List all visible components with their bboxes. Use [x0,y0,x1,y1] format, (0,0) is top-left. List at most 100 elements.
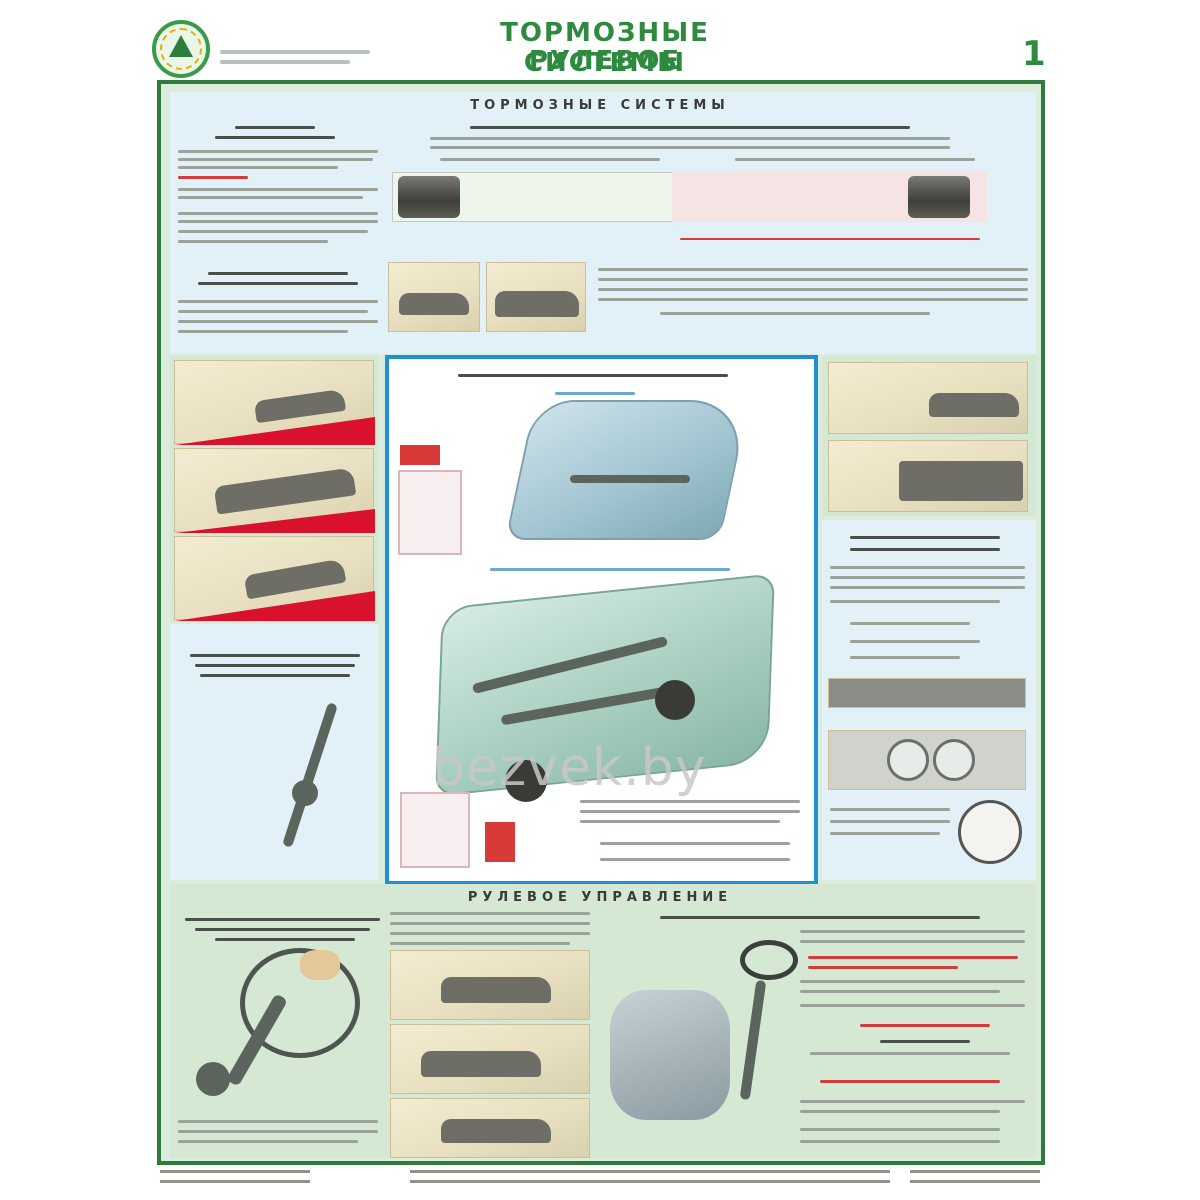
text-line [178,320,378,323]
text-line [598,268,1028,271]
emblem-logo [152,20,210,78]
text-line [555,392,635,395]
footer-text-line [160,1180,310,1183]
page-number: 1 [1022,34,1046,74]
bus-on-slope-photo [174,448,375,533]
text-line [600,842,790,845]
text-line [600,858,790,861]
text-line [660,312,930,315]
text-line [800,1100,1025,1103]
car-on-slope-photo [174,360,375,445]
highlight-text-line [820,1080,1000,1083]
text-line [850,622,970,625]
text-line [800,1004,1025,1007]
text-line [830,832,940,835]
text-line [195,664,355,667]
text-line [185,918,380,921]
text-line [800,940,1025,943]
text-line [458,374,728,377]
footer-text-line [410,1180,890,1183]
car-turn-photo [390,950,590,1020]
text-line [178,150,378,153]
text-line [178,230,368,233]
text-line [880,1040,970,1043]
text-line [178,212,378,215]
valve-detail-inset [400,792,470,868]
steering-gear [196,1062,230,1096]
text-line [178,188,378,191]
lever-pivot [292,780,318,806]
footer-text-line [160,1170,310,1173]
dashboard-gauges-photo [828,730,1026,790]
highlight-text-line [808,956,1018,959]
text-line [830,820,950,823]
text-line [195,928,370,931]
text-line [178,330,348,333]
text-line [830,576,1025,579]
brake-drum-icon [398,176,460,218]
brake-systems-heading: ТОРМОЗНЫЕ СИСТЕМЫ [470,98,730,113]
text-line [810,1052,1010,1055]
highlight-text-line [808,966,958,969]
highlight-text-line [178,176,248,179]
text-line [800,1128,1000,1131]
text-line [200,674,350,677]
text-line [598,288,1028,291]
footer-text-line [410,1170,890,1173]
text-line [660,916,980,919]
text-line [470,126,910,129]
steering-mechanism-diagram [610,990,730,1120]
text-line [735,158,975,161]
steering-wheel-icon [740,940,798,980]
text-line [580,820,780,823]
text-line [178,1130,378,1133]
truck-wheel [655,680,695,720]
text-line [190,654,360,657]
text-line [215,136,335,139]
footer-text-line [910,1170,1040,1173]
text-line [800,980,1025,983]
text-line [800,930,1025,933]
text-line [800,990,1000,993]
hand-illustration [300,950,340,980]
text-line [430,146,950,149]
text-line [598,278,1028,281]
text-line [178,300,378,303]
text-line [178,166,338,169]
car-turn-photo [390,1024,590,1094]
warning-tag [400,445,440,465]
text-line [580,810,800,813]
text-line [235,126,315,129]
brake-line [570,475,690,483]
parking-lever-panel [170,624,378,880]
text-line [390,922,590,925]
bus-photo [828,440,1028,512]
text-line [178,240,328,243]
truck-on-slope-photo [174,536,375,621]
text-line [208,272,348,275]
distance-arrow [680,238,980,240]
text-line [850,536,1000,539]
text-line [830,600,1000,603]
steering-heading: РУЛЕВОЕ УПРАВЛЕНИЕ [467,890,733,905]
watermark: bezvek.by [432,738,707,798]
text-line [850,548,1000,551]
poster-title-line-1: ТОРМОЗНЫЕ СИСТЕМЫ [500,18,710,78]
text-line [390,932,590,935]
truck-wheel [505,760,547,802]
text-line [178,1140,358,1143]
text-line [830,808,950,811]
text-line [850,656,960,659]
footer-text-line [910,1180,1040,1183]
steering-wheel-diagram [240,948,360,1058]
text-line [580,800,800,803]
brake-pads-photo [828,678,1026,708]
org-caption-line [220,60,350,64]
parked-car-photo [388,262,480,332]
brake-detail-inset [398,470,462,555]
text-line [390,942,570,945]
text-line [198,282,358,285]
text-line [800,1110,1000,1113]
text-line [178,220,378,223]
text-line [490,568,730,571]
